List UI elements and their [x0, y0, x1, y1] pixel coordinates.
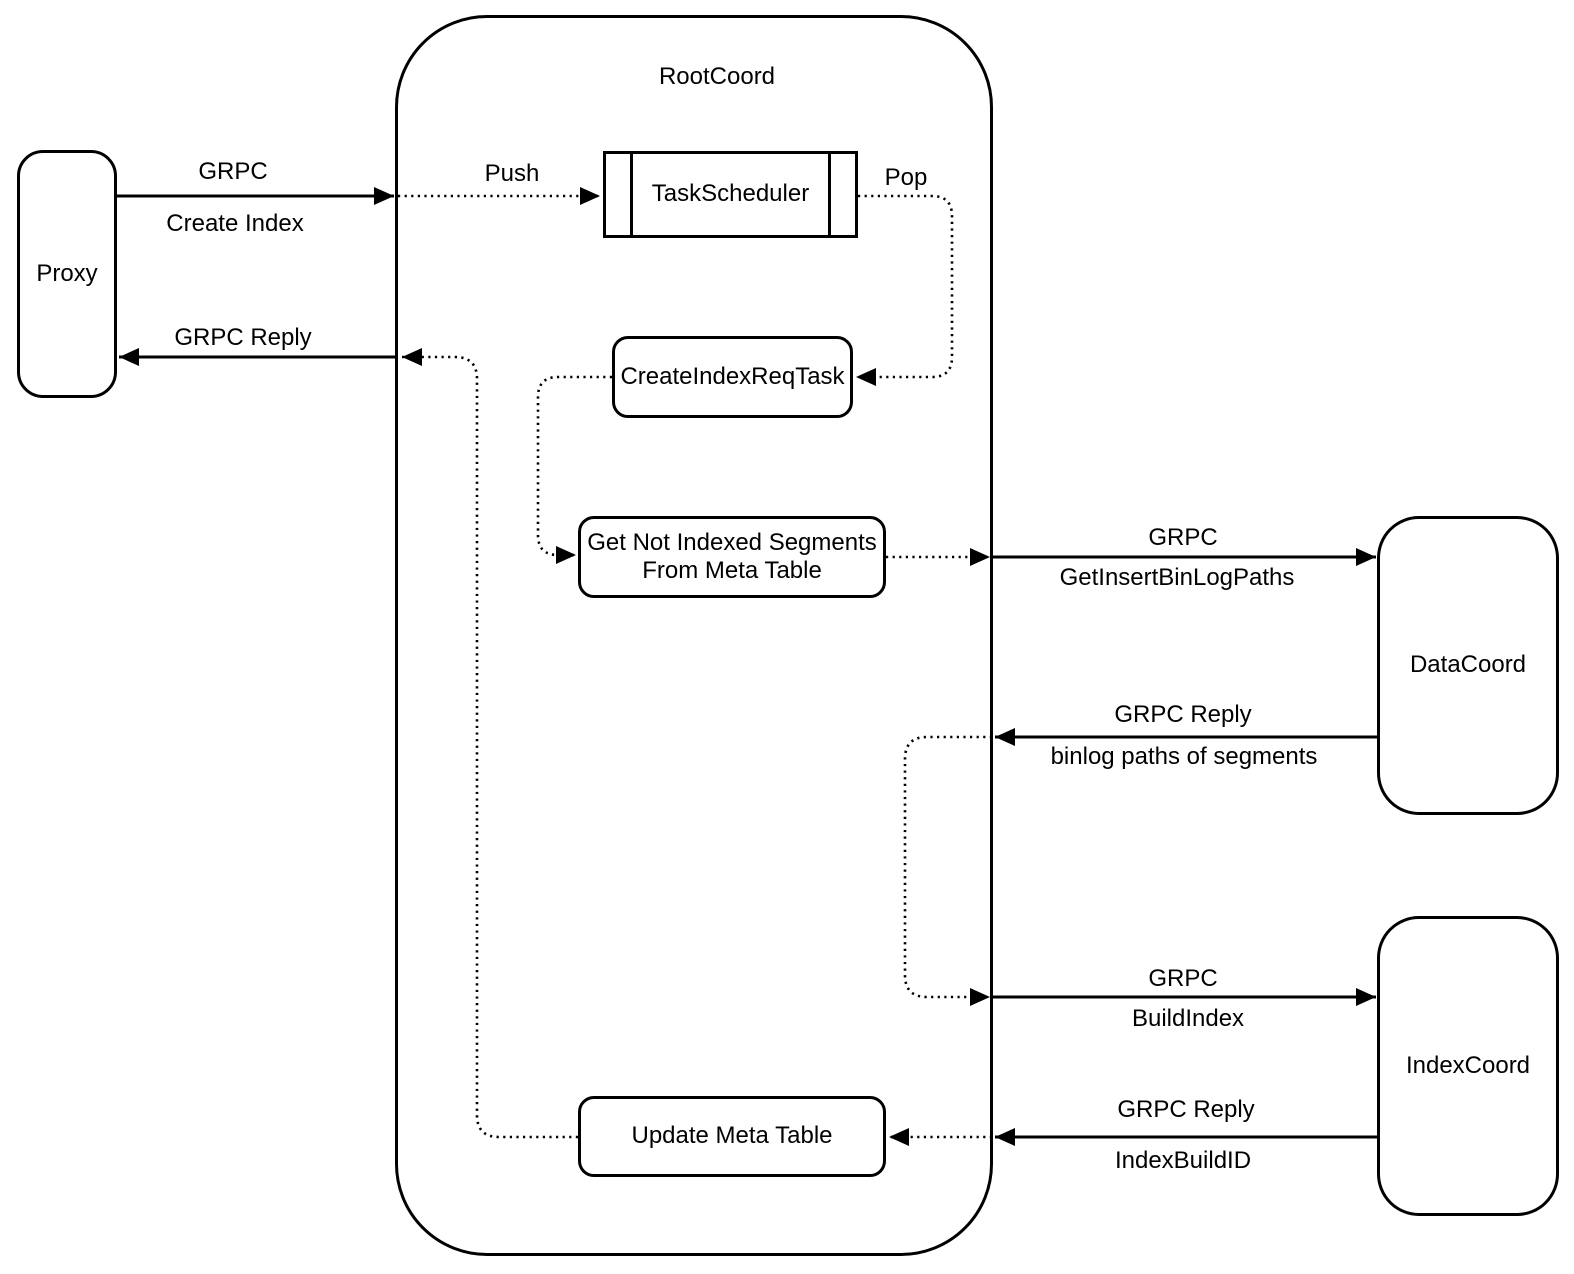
- node-proxy-label: Proxy: [36, 259, 98, 287]
- label-push: Push: [484, 160, 540, 187]
- label-binlog-reply-protocol: GRPC Reply: [1114, 701, 1252, 728]
- node-create-index-req-task-label: CreateIndexReqTask: [620, 362, 845, 390]
- node-indexcoord: IndexCoord: [1377, 916, 1559, 1216]
- label-create-index-protocol: GRPC: [198, 158, 268, 185]
- node-update-meta-table-label: Update Meta Table: [631, 1122, 833, 1150]
- node-taskscheduler-label: TaskScheduler: [651, 180, 810, 208]
- node-proxy: Proxy: [17, 150, 117, 398]
- node-get-not-indexed-segments-label: Get Not Indexed Segments From Meta Table: [587, 528, 877, 584]
- label-proxy-reply: GRPC Reply: [174, 324, 312, 351]
- node-indexcoord-label: IndexCoord: [1405, 1051, 1531, 1079]
- label-build-index-method: BuildIndex: [1131, 1005, 1245, 1032]
- node-datacoord-label: DataCoord: [1409, 651, 1527, 679]
- node-update-meta-table: Update Meta Table: [578, 1096, 886, 1177]
- node-get-not-indexed-segments: Get Not Indexed Segments From Meta Table: [578, 516, 886, 598]
- label-index-build-reply-protocol: GRPC Reply: [1117, 1096, 1255, 1123]
- node-rootcoord-label: RootCoord: [658, 63, 776, 90]
- label-index-build-reply-payload: IndexBuildID: [1114, 1147, 1252, 1174]
- node-create-index-req-task: CreateIndexReqTask: [612, 336, 853, 418]
- label-get-insert-method: GetInsertBinLogPaths: [1059, 564, 1295, 591]
- label-get-insert-protocol: GRPC: [1148, 524, 1218, 551]
- node-taskscheduler: TaskScheduler: [603, 151, 858, 238]
- label-binlog-reply-payload: binlog paths of segments: [1050, 743, 1318, 770]
- label-pop: Pop: [884, 164, 928, 191]
- label-create-index-method: Create Index: [166, 210, 304, 237]
- label-build-index-protocol: GRPC: [1148, 965, 1218, 992]
- node-datacoord: DataCoord: [1377, 516, 1559, 815]
